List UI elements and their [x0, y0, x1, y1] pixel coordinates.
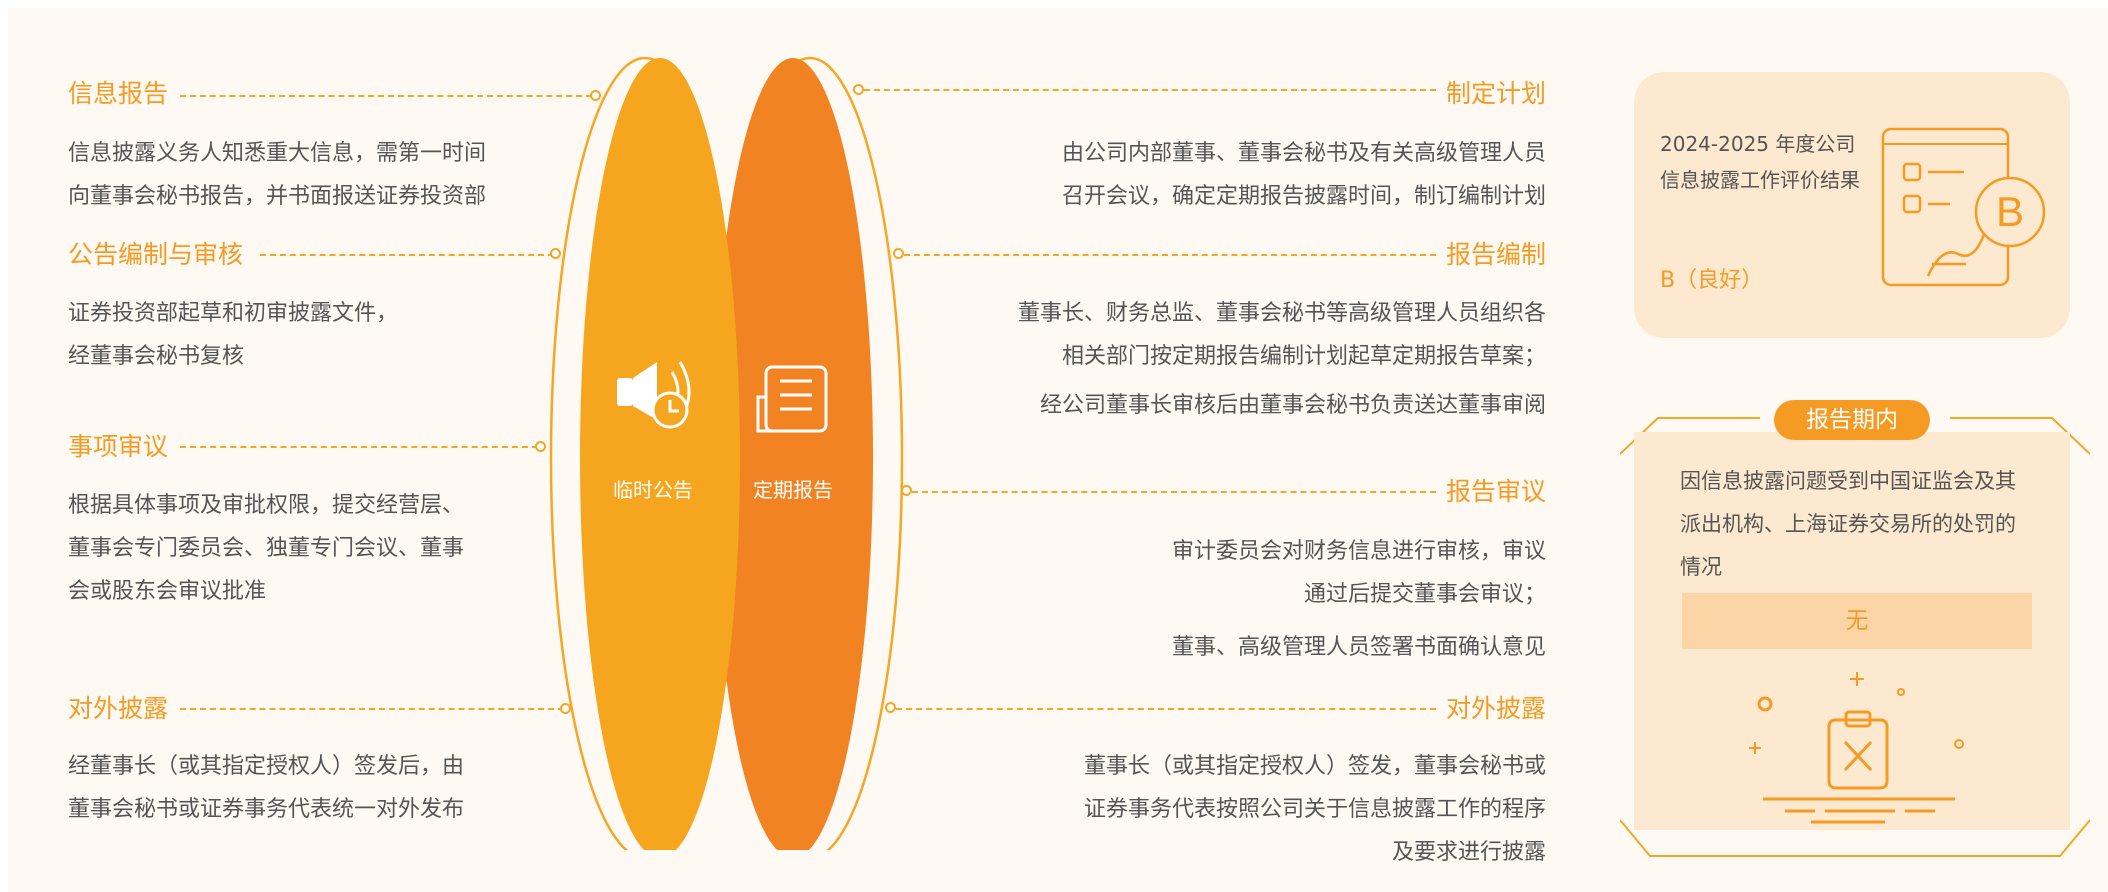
connector-line	[260, 254, 554, 256]
left-title-1: 信息报告	[68, 79, 169, 108]
right-title-4: 对外披露	[1445, 694, 1546, 723]
connector-dot	[535, 441, 546, 452]
connector-line	[180, 95, 592, 97]
right-lens-fill	[713, 58, 873, 850]
period-text: 因信息披露问题受到中国证监会及其派出机构、上海证券交易所的处罚的情况	[1680, 469, 2016, 579]
right-text-3: 审计委员会对财务信息进行审核，审议 通过后提交董事会审议； 董事、高级管理人员签…	[900, 530, 1546, 669]
left-text-4: 经董事长（或其指定授权人）签发后，由 董事会秘书或证券事务代表统一对外发布	[68, 745, 464, 831]
right-text-1: 由公司内部董事、董事会秘书及有关高级管理人员 召开会议，确定定期报告披露时间，制…	[900, 132, 1546, 218]
connector-dot	[550, 248, 561, 259]
text-line: 证券事务代表按照公司关于信息披露工作的程序	[1083, 797, 1546, 822]
text-line: 董事会秘书或证券事务代表统一对外发布	[68, 797, 465, 822]
label-periodic-report: 定期报告	[753, 478, 833, 502]
period-frame	[1620, 417, 2090, 857]
badge-letter: B	[1996, 188, 2024, 235]
text-line: 信息披露义务人知悉重大信息，需第一时间	[68, 141, 487, 166]
left-text-2: 证券投资部起草和初审披露文件， 经董事会秘书复核	[68, 292, 398, 378]
text-line: 向董事会秘书报告，并书面报送证券投资部	[68, 184, 487, 209]
right-title-1: 制定计划	[1445, 79, 1546, 108]
connector-line	[904, 254, 1436, 256]
connector-dot	[901, 485, 912, 496]
left-title-2: 公告编制与审核	[68, 240, 244, 269]
document-list-icon	[756, 365, 828, 433]
connector-line	[864, 89, 1436, 91]
text-line: 董事会专门委员会、独董专门会议、董事	[68, 536, 465, 561]
text-line: 董事长（或其指定授权人）签发，董事会秘书或	[1083, 754, 1546, 779]
left-text-1: 信息披露义务人知悉重大信息，需第一时间 向董事会秘书报告，并书面报送证券投资部	[68, 132, 486, 218]
period-value: 无	[1682, 593, 2032, 649]
connector-dot	[590, 90, 601, 101]
text-line: 相关部门按定期报告编制计划起草定期报告草案；	[1061, 344, 1546, 369]
connector-dot	[893, 248, 904, 259]
right-title-2: 报告编制	[1445, 240, 1546, 269]
text-line: 审计委员会对财务信息进行审核，审议	[1171, 539, 1546, 564]
speaker-clock-icon	[617, 361, 691, 429]
text-line: 及要求进行披露	[1391, 840, 1546, 865]
center-lens-diagram	[549, 56, 904, 850]
text-line: 经公司董事长审核后由董事会秘书负责送达董事审阅	[1039, 393, 1546, 418]
connector-dot	[853, 84, 864, 95]
text-line: 董事、高级管理人员签署书面确认意见	[1171, 635, 1546, 660]
text-line: 召开会议，确定定期报告披露时间，制订编制计划	[1061, 184, 1546, 209]
period-tag: 报告期内	[1774, 400, 1930, 440]
right-text-4: 董事长（或其指定授权人）签发，董事会秘书或 证券事务代表按照公司关于信息披露工作…	[900, 745, 1546, 874]
label-temporary-announcement: 临时公告	[613, 478, 693, 502]
text-line: 经董事会秘书复核	[68, 344, 245, 369]
report-b-icon: B	[1881, 127, 2046, 287]
right-text-2: 董事长、财务总监、董事会秘书等高级管理人员组织各 相关部门按定期报告编制计划起草…	[900, 292, 1546, 427]
left-text-3: 根据具体事项及审批权限，提交经营层、 董事会专门委员会、独董专门会议、董事 会或…	[68, 484, 464, 613]
text-line: 董事长、财务总监、董事会秘书等高级管理人员组织各	[1017, 301, 1546, 326]
evaluation-result: B（良好）	[1660, 268, 1764, 293]
left-lens-fill	[580, 58, 740, 850]
clipboard-x-icon	[1749, 672, 1964, 824]
text-line: 由公司内部董事、董事会秘书及有关高级管理人员	[1061, 141, 1546, 166]
text-line: 证券投资部起草和初审披露文件，	[68, 301, 399, 326]
connector-dot	[885, 702, 896, 713]
connector-line	[912, 491, 1436, 493]
text-line: 经董事长（或其指定授权人）签发后，由	[68, 754, 465, 779]
evaluation-text: 2024-2025 年度公司信息披露工作评价结果	[1660, 132, 1860, 192]
connector-line	[896, 708, 1436, 710]
right-title-3: 报告审议	[1445, 477, 1546, 506]
text-line: 根据具体事项及审批权限，提交经营层、	[68, 493, 465, 518]
connector-dot	[560, 703, 571, 714]
connector-line	[180, 446, 538, 448]
text-line: 通过后提交董事会审议；	[1303, 582, 1546, 607]
left-title-3: 事项审议	[68, 432, 169, 461]
connector-line	[180, 708, 564, 710]
left-title-4: 对外披露	[68, 694, 169, 723]
text-line: 会或股东会审议批准	[68, 579, 267, 604]
